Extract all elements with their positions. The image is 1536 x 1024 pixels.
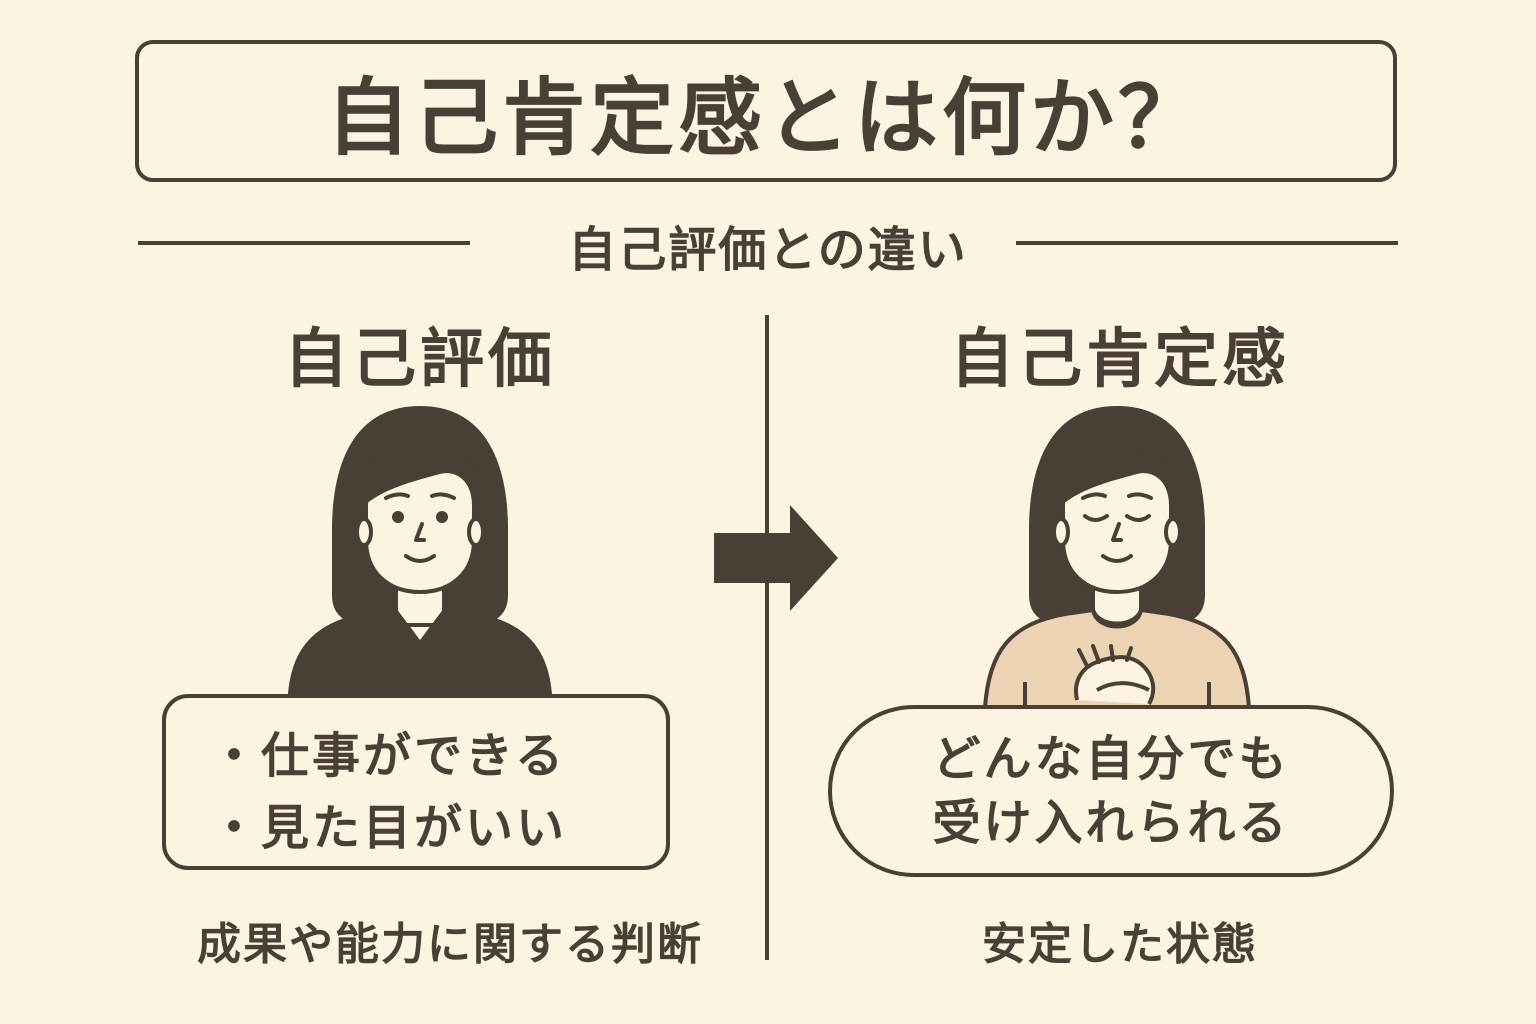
bullet-item: ・見た目がいい (210, 800, 568, 856)
left-heading: 自己評価 (284, 323, 556, 397)
subtitle: 自己評価との違い (568, 222, 968, 278)
woman-smiling-icon (288, 406, 552, 694)
subtitle-rule-left (138, 241, 470, 245)
message-line: 受け入れられる (932, 795, 1290, 851)
arrow-right-icon (714, 505, 838, 611)
bullet-item: ・仕事ができる (210, 728, 567, 784)
right-message-box: どんな自分でも 受け入れられる (828, 705, 1394, 877)
page-title: 自己肯定感とは何か？ (325, 68, 1206, 167)
left-caption: 成果や能力に関する判断 (197, 919, 703, 970)
message-line: どんな自分でも (932, 731, 1290, 787)
woman-eyes-closed-hands-on-chest-icon (982, 406, 1252, 710)
left-bullet-box: ・仕事ができる ・見た目がいい (162, 694, 670, 870)
right-heading: 自己肯定感 (950, 323, 1290, 397)
title-box: 自己肯定感とは何か？ (135, 40, 1397, 182)
divider-line (765, 315, 769, 960)
subtitle-rule-right (1016, 241, 1398, 245)
right-caption: 安定した状態 (982, 919, 1258, 970)
